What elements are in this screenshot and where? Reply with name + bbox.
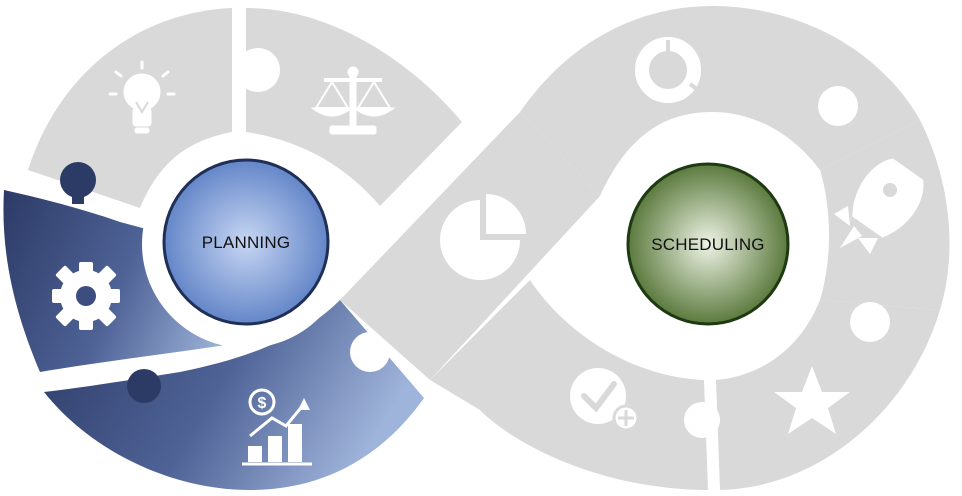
segment-donut [520,6,920,196]
check-plus-icon [570,368,640,432]
knob-top-left [236,48,280,92]
star-icon [774,366,850,434]
knob-right-side [850,302,890,342]
segment-growth[interactable] [44,300,424,490]
scheduling-label: SCHEDULING [651,235,764,254]
pie-chart-icon [440,194,526,280]
planning-hub[interactable]: PLANNING [162,158,330,326]
segment-lightbulb [28,8,232,208]
balance-scale-icon [310,66,396,135]
knob-growth-top [127,369,161,403]
rocket-icon [834,158,924,254]
gear-icon [52,262,120,330]
knob-right-bottom [684,402,720,438]
planning-label: PLANNING [202,233,291,252]
knob-right-top [818,86,858,126]
knob-growth-right [350,332,390,372]
dollar-growth-chart-icon: $ [242,388,312,466]
scheduling-hub[interactable]: SCHEDULING [626,162,790,326]
growth-icon-dollar: $ [258,395,267,412]
knob-gear-top [60,162,96,198]
lightbulb-icon [108,60,176,134]
segment-check [430,280,708,490]
knob-gear-top-stem [72,188,84,204]
donut-chart-icon [635,37,701,103]
